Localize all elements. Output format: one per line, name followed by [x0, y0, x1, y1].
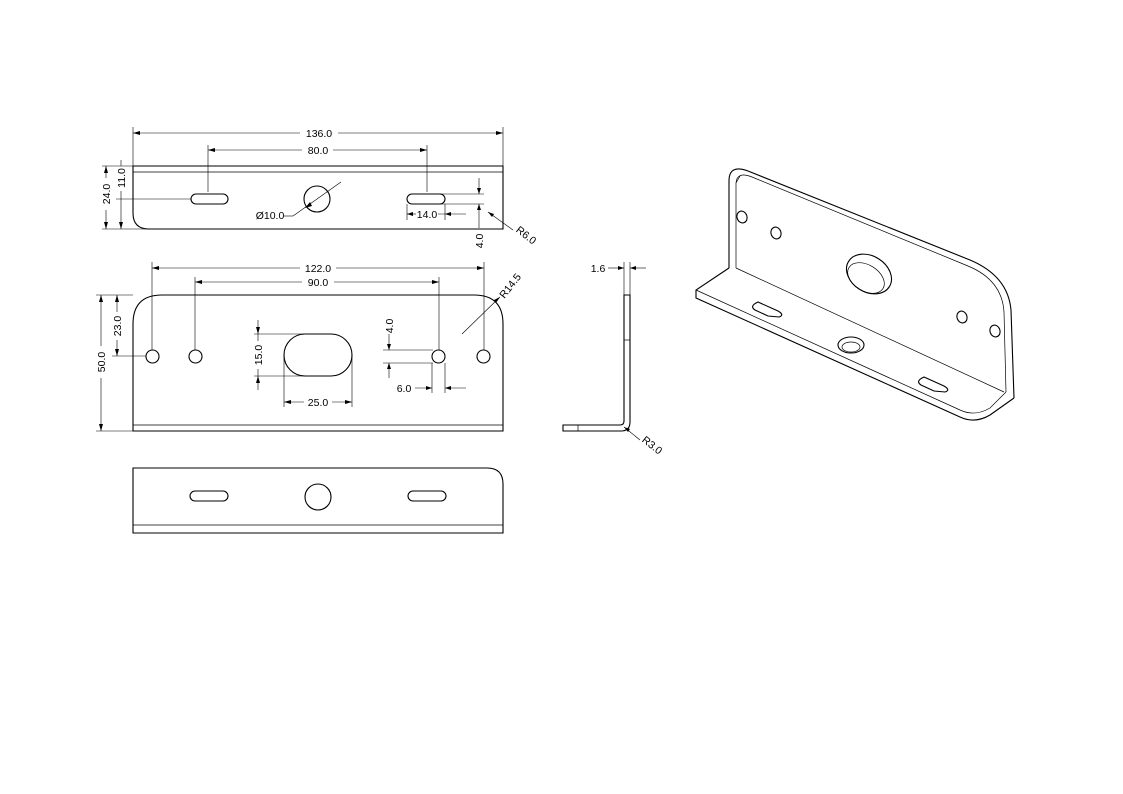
dim-text: 4.0: [474, 234, 486, 249]
dim-front-height: 50.0: [96, 294, 133, 432]
dim-text: R3.0: [639, 434, 664, 457]
dim-text: 122.0: [305, 263, 331, 275]
dim-top-height: 24.0: [101, 165, 149, 230]
bottom-hole: [304, 483, 332, 511]
dim-text: 90.0: [308, 277, 329, 289]
dim-front-hole-span: 122.0: [151, 262, 485, 350]
dim-text: 14.0: [417, 209, 438, 221]
dim-text: 136.0: [306, 128, 332, 140]
dim-text: R14.5: [497, 271, 524, 301]
front-hole-4: [476, 349, 491, 364]
dim-top-overall: 136.0: [132, 127, 504, 166]
front-hole-3: [431, 349, 446, 364]
dim-corner-radius: R6.0: [487, 211, 538, 247]
front-hole-1: [145, 349, 160, 364]
dim-slot-width: 25.0: [283, 355, 353, 409]
top-hole: [303, 185, 331, 213]
dim-top-slot-height: 11.0: [116, 160, 191, 229]
dim-slot-height: 15.0: [253, 320, 318, 390]
dim-bend-radius: R3.0: [623, 426, 664, 457]
dim-slot-length: 14.0: [406, 204, 466, 221]
dim-text: 15.0: [253, 345, 265, 366]
dim-small-slot-width: 6.0: [397, 363, 466, 395]
dim-thickness: 1.6: [591, 262, 646, 295]
dim-slot-width-small: 4.0: [440, 178, 486, 248]
bottom-slot-right: [407, 490, 447, 502]
dim-text: 24.0: [101, 184, 113, 205]
bottom-slot-left: [189, 490, 229, 502]
dim-text: 1.6: [591, 263, 606, 275]
dim-text: 11.0: [116, 168, 128, 188]
dim-top-slot-pitch: 80.0: [207, 145, 428, 192]
dim-front-slot-pitch: 90.0: [194, 277, 440, 350]
dim-hole-diameter: Ø10.0: [256, 181, 342, 222]
isometric-view: [695, 168, 1015, 421]
dim-small-slot-height: 4.0: [383, 319, 433, 378]
bottom-view: [132, 467, 504, 534]
dim-text: 80.0: [308, 145, 329, 157]
dim-text: 6.0: [397, 383, 412, 395]
side-view: [562, 294, 631, 432]
dim-text: R6.0: [513, 224, 538, 247]
top-slot-right: [406, 193, 446, 205]
front-view: [132, 294, 504, 432]
front-center-slot: [283, 333, 353, 377]
dim-text: 23.0: [112, 316, 124, 337]
top-view: [132, 165, 504, 230]
front-hole-2: [188, 349, 203, 364]
dim-text: 50.0: [96, 352, 108, 373]
dim-text: 25.0: [308, 397, 329, 409]
dim-text: Ø10.0: [256, 210, 285, 222]
dim-text: 4.0: [384, 319, 396, 334]
dim-front-corner-radius: R14.5: [461, 271, 524, 335]
top-slot-left: [190, 193, 229, 205]
dim-hole-height: 23.0: [112, 295, 146, 357]
